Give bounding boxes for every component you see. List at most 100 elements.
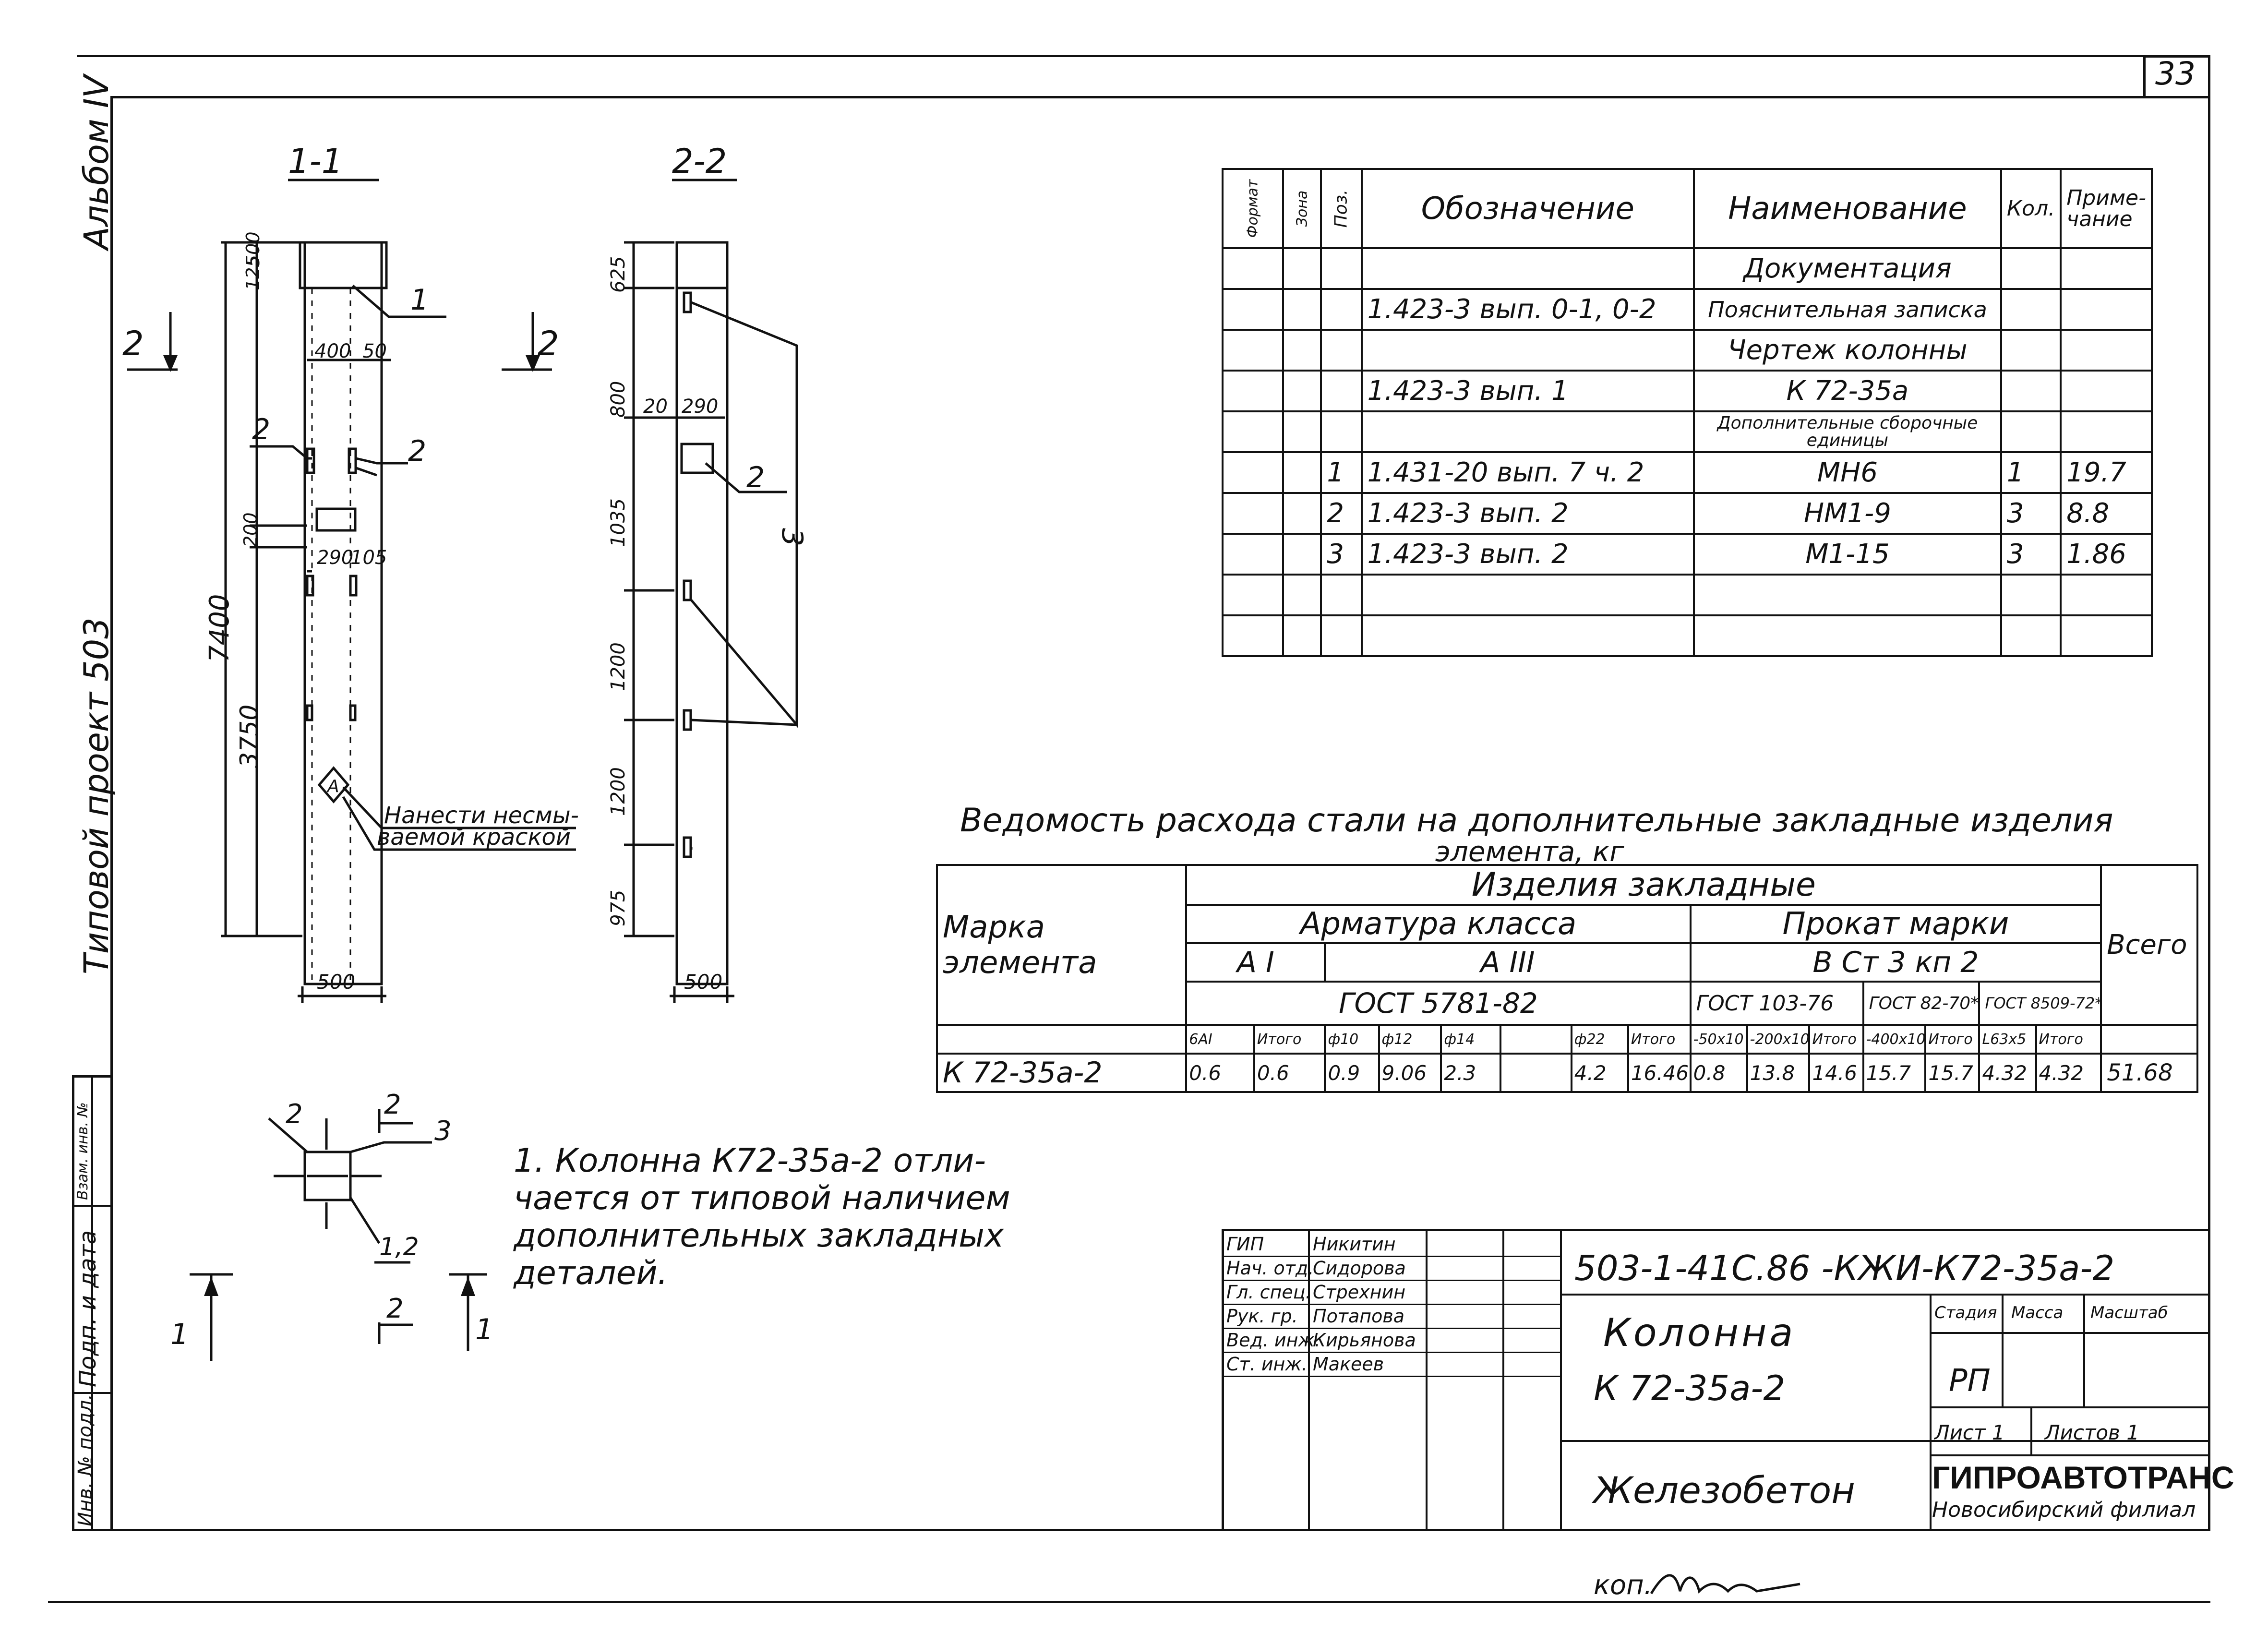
spec-cell: Дополнительные сборочные единицы xyxy=(1692,410,2002,453)
marker-a: А xyxy=(326,777,339,796)
plan-cut-2-bottom: 2 xyxy=(386,1293,404,1324)
steel-class-a3: A III xyxy=(1324,942,1692,983)
stamp-role-rule xyxy=(1222,1328,1560,1329)
steel-value: 16.46 xyxy=(1627,1053,1692,1093)
spec-cell xyxy=(1692,614,2002,657)
spec-cell xyxy=(1222,329,1284,372)
stamp-org: ГИПРОАВТОТРАНС xyxy=(1932,1460,2234,1495)
bottom-trim-line xyxy=(48,1601,2210,1603)
steel-sub-header: -200х10 xyxy=(1746,1024,1811,1055)
spec-cell: МН6 xyxy=(1692,451,2002,494)
spec-cell xyxy=(1360,410,1695,453)
steel-value xyxy=(1500,1053,1572,1093)
steel-value: 0.6 xyxy=(1253,1053,1326,1093)
steel-value: 4.32 xyxy=(2035,1053,2102,1093)
spec-cell: 3 xyxy=(2000,492,2062,535)
spec-header-designation: Обозначение xyxy=(1360,168,1695,249)
stamp-role-label: Нач. отд. xyxy=(1226,1258,1314,1279)
steel-value: 15.7 xyxy=(1862,1053,1927,1093)
spec-cell xyxy=(1320,329,1363,372)
plan-callout-2: 2 xyxy=(286,1099,303,1130)
spec-header-qty: Кол. xyxy=(2000,168,2062,249)
specification-table: Формат Зона Поз. Обозначение Наименовани… xyxy=(1222,168,2153,657)
steel-value: 13.8 xyxy=(1746,1053,1811,1093)
dim-500-top: 500 xyxy=(242,231,264,266)
steel-sub-header: Итого xyxy=(1253,1024,1326,1055)
stamp-mass-label: Масса xyxy=(2011,1303,2064,1322)
dim-975: 975 xyxy=(607,889,629,926)
stamp-role-name: Кирьянова xyxy=(1313,1330,1416,1351)
stamp-rule xyxy=(1930,1454,2210,1456)
sheet-number: 33 xyxy=(2155,55,2196,92)
spec-cell xyxy=(1282,410,1322,453)
spec-cell xyxy=(1222,574,1284,616)
spec-header-zone: Зона xyxy=(1282,168,1322,249)
steel-rolled-brand: В Ст 3 кп 2 xyxy=(1689,942,2102,983)
spec-cell: 1.423-3 вып. 2 xyxy=(1360,492,1695,535)
steel-gost-rolled-3: ГОСТ 8509-72* xyxy=(1978,981,2102,1026)
steel-sub-header: L63х5 xyxy=(1978,1024,2037,1055)
spec-cell: 1.423-3 вып. 1 xyxy=(1360,370,1695,412)
margin-stamp-divider xyxy=(91,1075,93,1531)
stamp-role-label: ГИП xyxy=(1226,1234,1264,1255)
spec-cell: 3 xyxy=(1320,533,1363,576)
dim-20: 20 xyxy=(643,396,668,418)
steel-sub-spacer xyxy=(2100,1024,2198,1055)
spec-cell xyxy=(1282,614,1322,657)
steel-sub-header: ф10 xyxy=(1324,1024,1380,1055)
spec-cell: М1-15 xyxy=(1692,533,2002,576)
spec-cell xyxy=(1320,370,1363,412)
dim-105: 105 xyxy=(350,547,387,569)
note-paint: Нанести несмы- xyxy=(384,802,579,829)
cut-label-right: 2 xyxy=(538,324,559,363)
spec-cell xyxy=(1360,329,1695,372)
spec-cell xyxy=(1282,329,1322,372)
steel-sub-header xyxy=(1500,1024,1572,1055)
steel-value: 4.32 xyxy=(1978,1053,2037,1093)
spec-cell xyxy=(1320,410,1363,453)
steel-sub-header: ф22 xyxy=(1570,1024,1629,1055)
top-trim-line xyxy=(77,55,2208,57)
note-line-2: чается от типовой наличием xyxy=(514,1179,1010,1217)
stamp-role-name: Сидорова xyxy=(1313,1258,1406,1279)
steel-gost-rebar: ГОСТ 5781-82 xyxy=(1185,981,1692,1026)
dim-400: 400 xyxy=(314,340,351,362)
stamp-role-column-rule xyxy=(1308,1229,1310,1531)
stamp-sheets: Листов 1 xyxy=(2045,1421,2139,1444)
stamp-role-rule xyxy=(1222,1256,1560,1257)
stamp-scale-label: Масштаб xyxy=(2090,1303,2168,1322)
steel-sub-header: Итого xyxy=(1627,1024,1692,1055)
dim-1200b: 1200 xyxy=(607,767,629,816)
stamp-object-2: К 72-35а-2 xyxy=(1594,1368,1786,1408)
spec-cell xyxy=(2000,247,2062,290)
spec-cell xyxy=(1282,574,1322,616)
spec-cell xyxy=(1282,288,1322,331)
spec-cell xyxy=(2060,370,2153,412)
stamp-rule xyxy=(1930,1294,1932,1531)
steel-title: Ведомость расхода стали на дополнительны… xyxy=(960,802,2113,840)
spec-cell xyxy=(2060,574,2153,616)
title-block xyxy=(1222,1229,2210,1531)
spec-cell xyxy=(2000,329,2062,372)
cut-label-left: 2 xyxy=(122,324,144,363)
dim-3750: 3750 xyxy=(235,704,264,768)
steel-row-mark: К 72-35а-2 xyxy=(936,1053,1188,1093)
callout-1: 1 xyxy=(410,283,429,317)
spec-cell xyxy=(2000,288,2062,331)
stamp-rule xyxy=(1930,1332,2210,1334)
spec-row: Дополнительные сборочные единицы xyxy=(1222,410,2153,453)
steel-title-2: элемента, кг xyxy=(1435,835,1624,868)
steel-value: 2.3 xyxy=(1440,1053,1502,1093)
spec-row: Чертеж колонны xyxy=(1222,329,2153,372)
spec-cell xyxy=(2060,410,2153,453)
spec-cell xyxy=(1360,614,1695,657)
stamp-role-label: Ст. инж. xyxy=(1226,1354,1308,1375)
steel-sub-header: Итого xyxy=(1808,1024,1864,1055)
stamp-rule xyxy=(1560,1440,2210,1442)
spec-cell xyxy=(2060,247,2153,290)
spec-cell xyxy=(1222,410,1284,453)
plan-cut-1-left: 1 xyxy=(170,1318,189,1351)
spec-cell xyxy=(2000,614,2062,657)
